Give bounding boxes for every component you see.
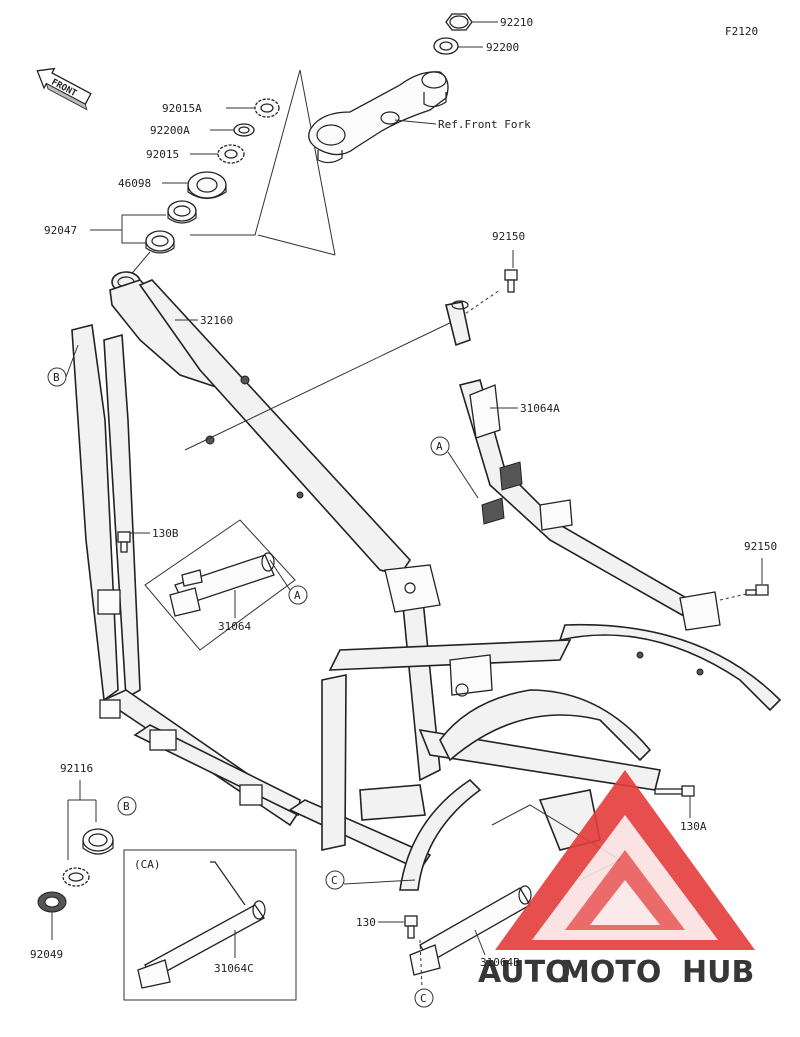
callout-B-frame: B xyxy=(47,367,67,387)
label-92015: 92015 xyxy=(146,148,179,161)
label-92047: 92047 xyxy=(44,224,77,237)
seal-46098 xyxy=(187,171,227,200)
ca-box xyxy=(123,849,297,1001)
callout-C-bottom: C xyxy=(414,988,434,1008)
svg-text:A: A xyxy=(436,440,443,453)
label-92200A: 92200A xyxy=(150,124,190,137)
automotohub-logo: AUTO MOTO HUB xyxy=(478,770,755,990)
washer-92200 xyxy=(433,37,459,55)
tube-31064A xyxy=(445,300,721,631)
label-31064: 31064 xyxy=(218,620,251,633)
bolt-130A xyxy=(654,785,695,797)
washer-92200A xyxy=(233,123,255,137)
label-46098: 46098 xyxy=(118,177,151,190)
nut-92210 xyxy=(445,13,473,31)
svg-text:A: A xyxy=(294,589,301,602)
svg-text:C: C xyxy=(420,992,427,1005)
bolt-130 xyxy=(404,915,418,939)
label-92150-top: 92150 xyxy=(492,230,525,243)
tube-31064C xyxy=(137,861,266,989)
bolt-130B xyxy=(117,531,131,553)
bearing-92047-upper xyxy=(167,200,197,224)
ca-label: (CA) xyxy=(134,858,161,871)
svg-text:C: C xyxy=(331,874,338,887)
bearing-92047-lower xyxy=(145,230,175,254)
svg-text:B: B xyxy=(123,800,130,813)
bolt-92150-top xyxy=(504,269,518,293)
callout-A-left: A xyxy=(288,585,308,605)
label-31064B: 31064B xyxy=(480,956,520,969)
callout-B-parts: B xyxy=(117,796,137,816)
bearing-race-92116 xyxy=(62,867,90,887)
label-92150-right: 92150 xyxy=(744,540,777,553)
label-92015A: 92015A xyxy=(162,102,202,115)
main-frame-32160 xyxy=(71,271,782,891)
logo-moto: MOTO xyxy=(560,955,661,990)
label-92049: 92049 xyxy=(30,948,63,961)
label-92116: 92116 xyxy=(60,762,93,775)
nut-92015 xyxy=(217,144,245,164)
tube-31064B xyxy=(409,885,532,976)
label-31064A: 31064A xyxy=(520,402,560,415)
logo-auto: AUTO xyxy=(478,955,571,990)
label-31064C: 31064C xyxy=(214,962,254,975)
label-130A: 130A xyxy=(680,820,707,833)
label-130B: 130B xyxy=(152,527,179,540)
front-arrow-icon: FRONT xyxy=(36,67,92,111)
label-130: 130 xyxy=(356,916,376,929)
tube-31064 xyxy=(169,552,275,617)
svg-text:B: B xyxy=(53,371,60,384)
figure-code: F2120 xyxy=(725,25,758,38)
label-92210: 92210 xyxy=(500,16,533,29)
label-32160: 32160 xyxy=(200,314,233,327)
bearing-92116 xyxy=(82,828,114,855)
callout-C-frame: C xyxy=(325,870,345,890)
upper-fork-bracket xyxy=(308,71,449,164)
label-92200: 92200 xyxy=(486,41,519,54)
logo-hub: HUB xyxy=(682,955,754,990)
locknut-92015A xyxy=(254,98,280,118)
seal-92049 xyxy=(37,891,67,913)
ref-front-fork-label: Ref.Front Fork xyxy=(438,118,531,131)
callout-A-right: A xyxy=(430,436,450,456)
bolt-92150-right xyxy=(745,584,769,596)
